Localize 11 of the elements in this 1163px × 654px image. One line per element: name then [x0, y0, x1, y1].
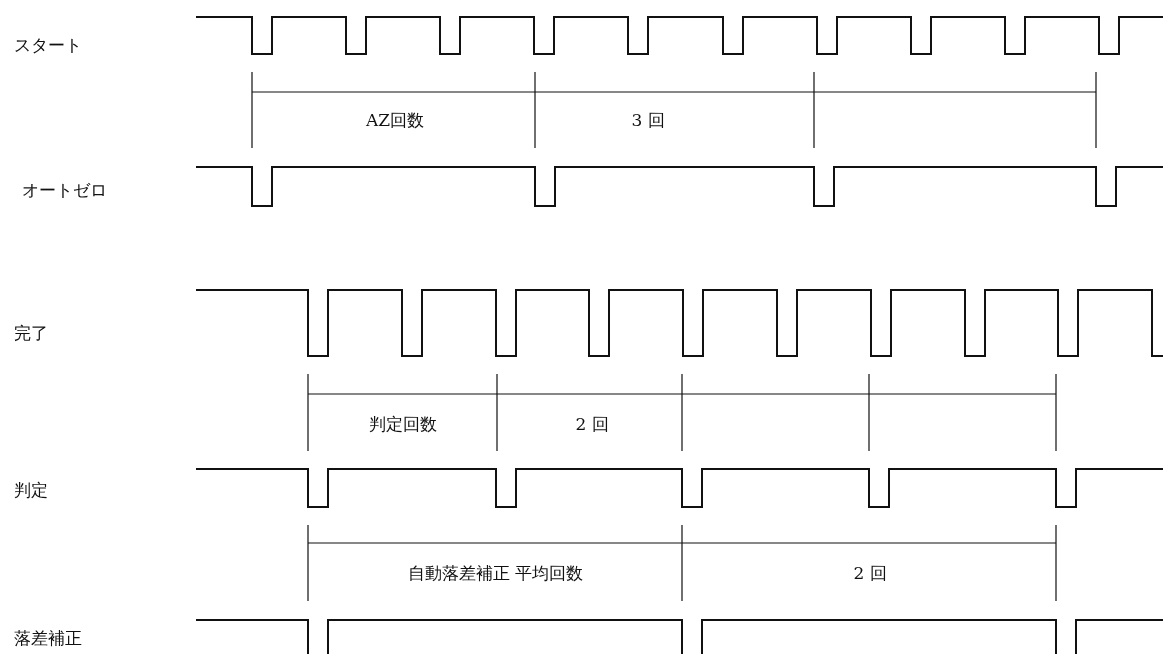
- interval-label: 3 回: [631, 110, 665, 130]
- signal-name: オートゼロ: [22, 180, 107, 200]
- interval-label: 判定回数: [369, 414, 437, 434]
- interval-label: 2 回: [575, 414, 609, 434]
- signal-name: スタート: [14, 35, 82, 55]
- signal-name: 落差補正: [14, 628, 82, 648]
- signal-name: 完了: [14, 323, 48, 343]
- signal-name: 判定: [14, 480, 48, 500]
- interval-label: 自動落差補正 平均回数: [407, 563, 583, 583]
- interval-label: 2 回: [853, 563, 887, 583]
- interval-label: AZ回数: [366, 110, 425, 130]
